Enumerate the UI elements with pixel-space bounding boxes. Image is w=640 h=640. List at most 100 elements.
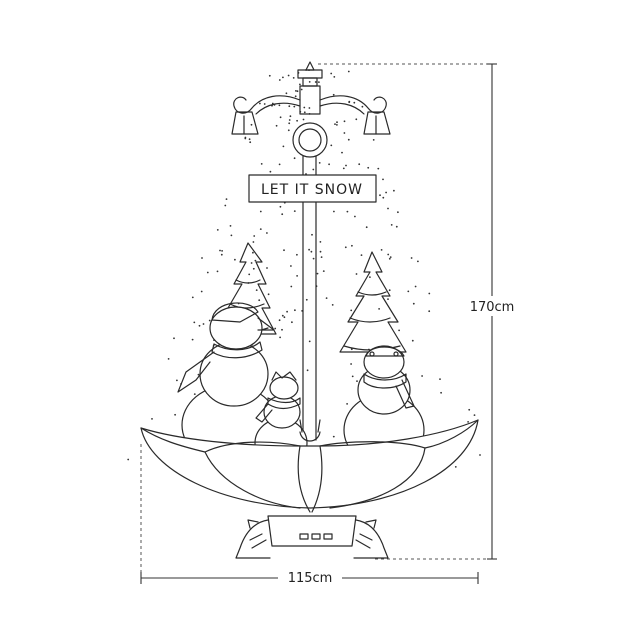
snow-dot [439,378,441,380]
snow-dot [365,226,368,229]
switch [323,533,333,540]
width-label: 115cm [288,571,333,586]
snow-dot [428,292,431,295]
snow-dot [248,138,251,141]
height-dimension: 170cm [318,63,522,560]
snow-dot [259,210,262,213]
snow-dot [191,338,194,341]
snow-dot [320,256,323,258]
snow-dot [312,257,315,260]
switch [299,533,309,540]
snow-dot [390,224,393,226]
snow-dot [345,164,347,167]
snow-dot [292,77,295,79]
snow-dot [259,102,261,105]
snow-dot [221,250,224,252]
snow-dot [290,265,292,267]
snow-dot [333,76,336,78]
snow-dot [412,302,415,305]
snow-dot [151,418,153,420]
snow-dot [417,260,419,263]
height-label-bg [462,296,522,316]
snow-dot [372,139,375,141]
snow-dot [174,413,177,416]
snow-dot [167,358,170,360]
stand-base [235,515,389,559]
snow-dot [281,314,284,317]
snow-dot [350,309,353,312]
snow-dot [202,323,205,325]
snow-dot [282,76,284,79]
snow-dot [314,81,317,83]
snow-dot [279,205,282,208]
snow-dot [379,194,381,197]
snow-dot [440,391,442,394]
snow-dot [325,297,328,299]
snow-dot [395,225,398,228]
carrot-nose [257,317,275,331]
snow-dot [252,251,254,254]
width-label-bg [278,568,342,588]
snow-dot [318,81,320,83]
lamp-top [231,61,391,158]
snow-dot [303,106,306,109]
snow-dot [286,310,288,313]
snow-dot [378,308,380,310]
snow-dot [229,225,232,227]
snow-dot [421,375,423,377]
snow-dot [249,141,252,144]
snow-dot [355,273,358,275]
snow-dot [254,259,257,262]
snow-dot [288,119,291,121]
snow-dot [312,168,315,171]
snow-dot [234,258,236,261]
snow-dot [176,379,178,382]
snow-dot [285,92,288,95]
snow-dot [216,270,219,273]
snow-dot [387,207,389,210]
snow-dot [355,118,358,121]
snow-dot [283,316,286,319]
snow-dot [344,246,347,249]
snow-dot [302,118,305,121]
snow-dot [308,81,311,83]
snow-dot [316,272,319,275]
snow-dot [411,339,414,342]
snow-dot [351,244,353,247]
snow-dot [258,299,261,302]
snow-dot [332,435,335,438]
snow-dot [279,116,282,119]
snow-dot [263,103,266,105]
snow-dot [230,234,233,237]
snow-dot [380,249,383,251]
snow-dot [308,248,310,251]
snow-dot [350,348,353,351]
snow-dot [356,380,358,382]
snow-dot [354,215,356,218]
snow-dot [343,132,346,134]
snow-dot [333,210,335,213]
snow-dot [334,123,336,125]
snow-dot [248,273,251,276]
umbrella-base [140,419,479,513]
snow-dot [250,123,253,126]
snow-dot [259,228,262,231]
snow-dot [330,72,333,75]
scarf [177,351,215,393]
snow-dot [201,257,203,259]
snow-dot [288,122,291,125]
snow-dot [198,324,201,327]
snow-dot [351,375,354,378]
snow-dot [367,166,370,169]
snow-dot [346,403,348,405]
snow-dot [293,157,296,160]
snow-dot [347,70,350,73]
snow-dot [269,170,272,173]
snow-dot [200,290,203,293]
snow-dot [305,298,308,301]
snow-dot [296,119,298,122]
snow-dot [393,189,395,192]
snow-dot [343,120,346,123]
snow-dot [220,253,223,256]
